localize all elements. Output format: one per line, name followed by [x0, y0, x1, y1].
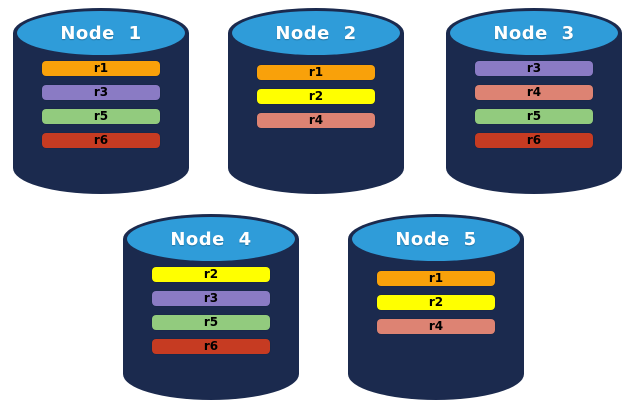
node-5-replica-r2: r2 [377, 295, 495, 310]
node-1-replica-r5: r5 [42, 109, 160, 124]
node-1-replica-r3: r3 [42, 85, 160, 100]
node-5: Node 5 r1 r2 r4 [348, 214, 524, 400]
node-3-replica-r5: r5 [475, 109, 593, 124]
node-1: Node 1 r1 r3 r5 r6 [13, 8, 189, 194]
node-5-replica-r1: r1 [377, 271, 495, 286]
node-4-replica-r6: r6 [152, 339, 270, 354]
node-5-replica-r4: r4 [377, 319, 495, 334]
node-1-replica-list: r1 r3 r5 r6 [13, 61, 189, 148]
node-5-label: Node 5 [395, 228, 477, 250]
node-2: Node 2 r1 r2 r4 [228, 8, 404, 194]
node-4: Node 4 r2 r3 r5 r6 [123, 214, 299, 400]
node-4-replica-r3: r3 [152, 291, 270, 306]
node-4-replica-r2: r2 [152, 267, 270, 282]
node-5-cylinder-top: Node 5 [352, 217, 520, 261]
node-3-label: Node 3 [493, 22, 575, 44]
node-1-cylinder-top: Node 1 [17, 11, 185, 55]
node-4-label: Node 4 [170, 228, 252, 250]
node-5-replica-list: r1 r2 r4 [348, 271, 524, 334]
node-2-cylinder-top: Node 2 [232, 11, 400, 55]
node-1-replica-r1: r1 [42, 61, 160, 76]
node-3-cylinder-top: Node 3 [450, 11, 618, 55]
node-1-replica-r6: r6 [42, 133, 160, 148]
node-2-replica-r4: r4 [257, 113, 375, 128]
node-4-cylinder-top: Node 4 [127, 217, 295, 261]
node-4-replica-list: r2 r3 r5 r6 [123, 267, 299, 354]
node-4-replica-r5: r5 [152, 315, 270, 330]
node-1-label: Node 1 [60, 22, 142, 44]
node-3-replica-list: r3 r4 r5 r6 [446, 61, 622, 148]
node-3: Node 3 r3 r4 r5 r6 [446, 8, 622, 194]
node-3-replica-r3: r3 [475, 61, 593, 76]
node-2-replica-r2: r2 [257, 89, 375, 104]
node-2-replica-r1: r1 [257, 65, 375, 80]
node-3-replica-r6: r6 [475, 133, 593, 148]
node-2-replica-list: r1 r2 r4 [228, 65, 404, 128]
node-3-replica-r4: r4 [475, 85, 593, 100]
node-2-label: Node 2 [275, 22, 357, 44]
